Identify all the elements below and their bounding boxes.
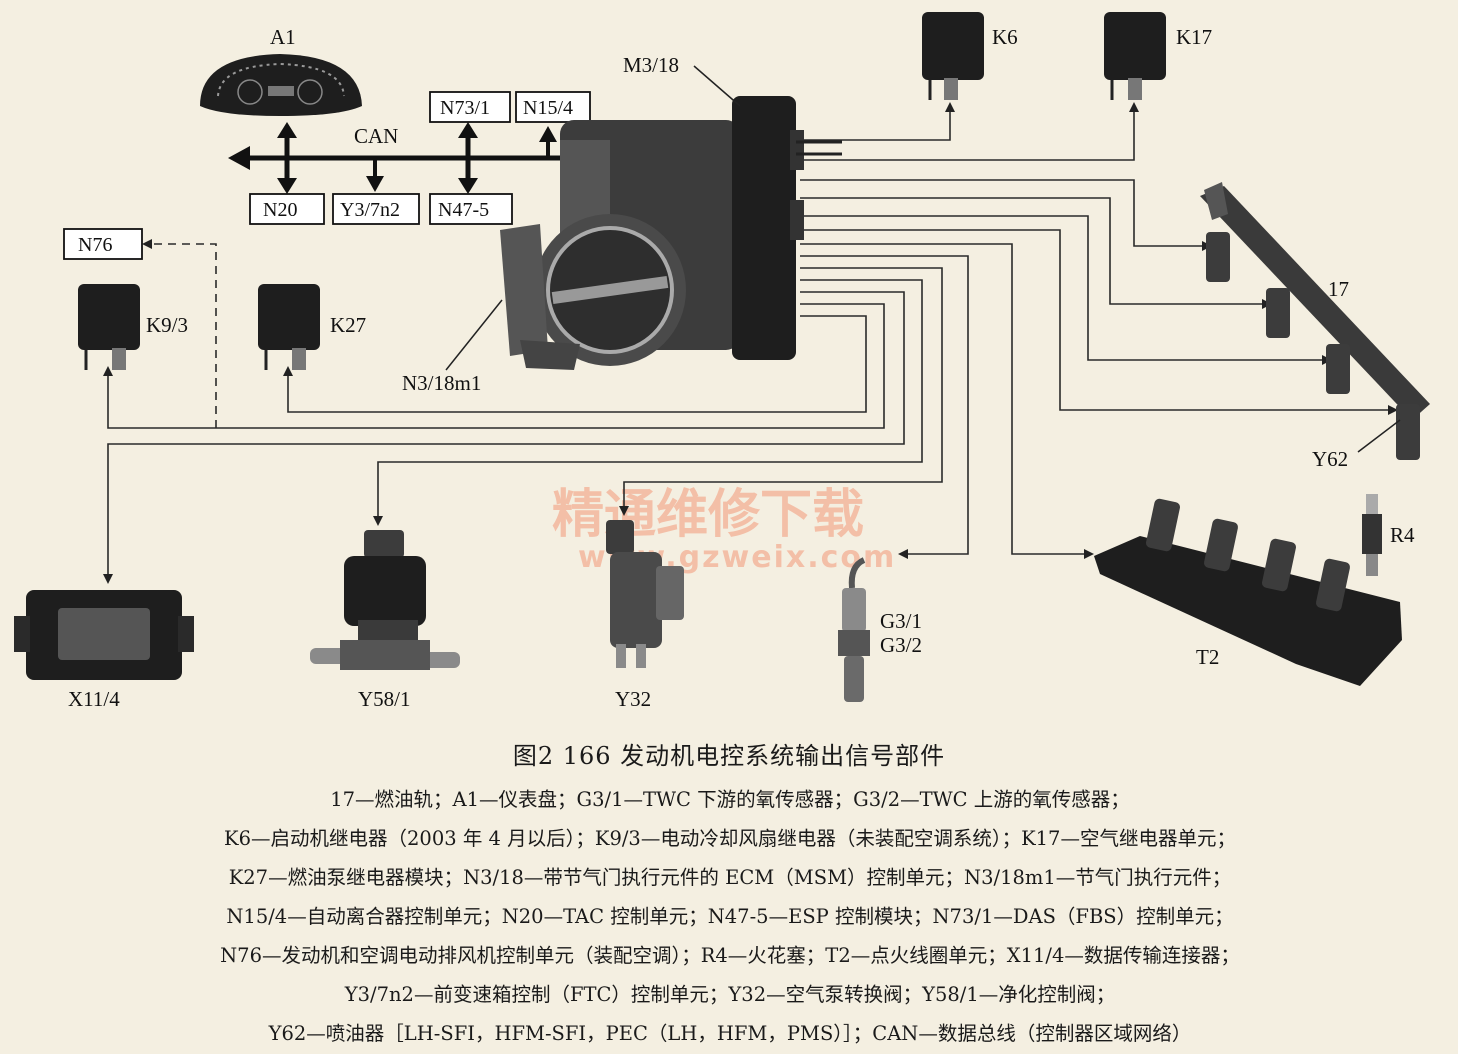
box-y3-7n2: Y3/7n2 (332, 193, 420, 225)
spark-plug-r4: R4 (1362, 494, 1415, 576)
svg-text:K17: K17 (1176, 25, 1212, 49)
legend-line: K6—启动机继电器（2003 年 4 月以后）；K9/3—电动冷却风扇继电器（未… (224, 827, 1236, 850)
svg-text:K9/3: K9/3 (146, 313, 188, 337)
svg-text:N20: N20 (263, 199, 297, 221)
svg-text:A1: A1 (270, 25, 296, 49)
svg-text:Y3/7n2: Y3/7n2 (340, 199, 400, 221)
relay-k6: K6 (922, 12, 1018, 100)
svg-text:N15/4: N15/4 (523, 97, 573, 119)
svg-text:N73/1: N73/1 (440, 97, 490, 119)
svg-text:N3/18m1: N3/18m1 (402, 371, 481, 395)
can-label: CAN (354, 124, 398, 148)
ignition-coil-t2: T2 (1094, 498, 1402, 686)
signal-wires (103, 102, 1398, 584)
svg-text:Y32: Y32 (615, 687, 651, 711)
legend-line: K27—燃油泵继电器模块；N3/18—带节气门执行元件的 ECM（MSM）控制单… (228, 866, 1232, 889)
svg-text:N76: N76 (78, 234, 112, 256)
relay-k17: K17 (1104, 12, 1212, 100)
instrument-cluster-a1: A1 (200, 25, 362, 116)
svg-text:K6: K6 (992, 25, 1018, 49)
box-n73-1: N73/1 (429, 91, 511, 123)
box-n15-4: N15/4 (515, 91, 591, 123)
relay-k27: K27 (258, 284, 366, 370)
purge-valve-y58-1: Y58/1 (310, 530, 460, 711)
legend-line: 17—燃油轨；A1—仪表盘；G3/1—TWC 下游的氧传感器；G3/2—TWC … (330, 788, 1130, 811)
engine-output-diagram: 精通维修下载 www.gzweix.com (14, 12, 1430, 711)
relay-k9-3: K9/3 (78, 284, 188, 370)
svg-text:G3/1: G3/1 (880, 609, 922, 633)
box-n47-5: N47-5 (429, 193, 513, 225)
legend-line: Y62—喷油器［LH-SFI，HFM-SFI，PEC（LH，HFM，PMS）］；… (268, 1022, 1192, 1045)
box-n20: N20 (249, 193, 325, 225)
svg-text:T2: T2 (1196, 645, 1219, 669)
can-bus: CAN (228, 122, 748, 194)
svg-text:R4: R4 (1390, 523, 1415, 547)
watermark-main: 精通维修下载 (552, 485, 864, 545)
svg-text:Y58/1: Y58/1 (358, 687, 411, 711)
svg-text:X11/4: X11/4 (68, 687, 120, 711)
legend-line: Y3/7n2—前变速箱控制（FTC）控制单元；Y32—空气泵转换阀；Y58/1—… (344, 983, 1116, 1006)
fuel-rail-17: 17 Y62 (1200, 182, 1430, 471)
svg-text:M3/18: M3/18 (623, 53, 679, 77)
legend-line: N76—发动机和空调电动排风机控制单元（装配空调）；R4—火花塞；T2—点火线圈… (220, 944, 1240, 967)
injector-y62 (1206, 232, 1420, 460)
oxygen-sensor-g3: G3/1 G3/2 (838, 557, 922, 702)
svg-text:17: 17 (1328, 277, 1349, 301)
air-pump-valve-y32: Y32 (606, 520, 684, 711)
svg-text:K27: K27 (330, 313, 366, 337)
svg-text:N47-5: N47-5 (438, 199, 489, 221)
figure-legend: 17—燃油轨；A1—仪表盘；G3/1—TWC 下游的氧传感器；G3/2—TWC … (30, 780, 1430, 1053)
svg-text:G3/2: G3/2 (880, 633, 922, 657)
figure-caption: 图2 166 发动机电控系统输出信号部件 (512, 742, 946, 770)
throttle-body-m3-18: M3/18 N3/18m1 (402, 53, 842, 395)
box-n76: N76 (63, 228, 143, 260)
data-link-connector-x11-4: X11/4 (14, 590, 194, 711)
legend-line: N15/4—自动离合器控制单元；N20—TAC 控制单元；N47-5—ESP 控… (226, 905, 1234, 928)
svg-text:Y62: Y62 (1312, 447, 1348, 471)
